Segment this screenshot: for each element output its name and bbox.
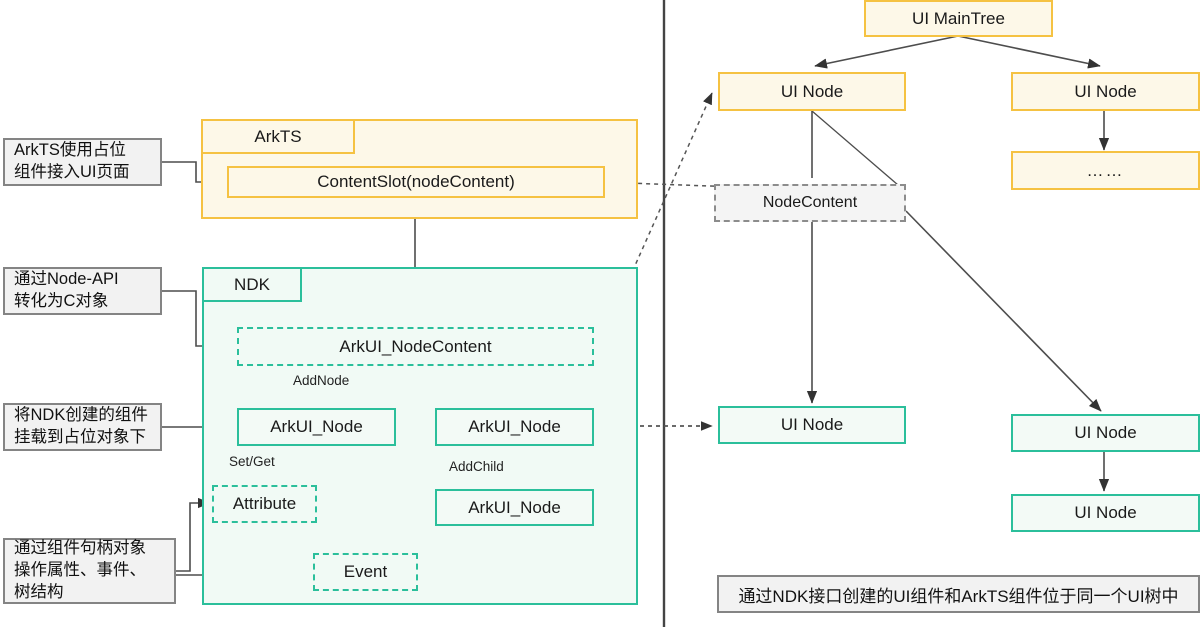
arkui-node-right-box[interactable]: ArkUI_Node: [435, 408, 594, 446]
attribute-box[interactable]: Attribute: [212, 485, 317, 523]
event-box[interactable]: Event: [313, 553, 418, 591]
edge-label-addnode: AddNode: [293, 373, 350, 388]
callout-mount-component: 将NDK创建的组件 挂载到占位对象下: [3, 403, 162, 451]
ui-node-yellow-right-box[interactable]: UI Node: [1011, 72, 1200, 111]
arkui-node-child-box[interactable]: ArkUI_Node: [435, 489, 594, 526]
callout-arkts-usage: ArkTS使用占位 组件接入UI页面: [3, 138, 162, 186]
callout-handle-object: 通过组件句柄对象 操作属性、事件、 树结构: [3, 538, 176, 604]
edge-label-setget: Set/Get: [229, 454, 275, 469]
ui-node-teal-left-box[interactable]: UI Node: [718, 406, 906, 444]
arkui-nodecontent-box[interactable]: ArkUI_NodeContent: [237, 327, 594, 366]
edge-label-addchild: AddChild: [449, 459, 504, 474]
ui-node-ellipsis-box[interactable]: ……: [1011, 151, 1200, 190]
ui-node-teal-right-top-box[interactable]: UI Node: [1011, 414, 1200, 452]
right-panel-caption: 通过NDK接口创建的UI组件和ArkTS组件位于同一个UI树中: [717, 575, 1200, 613]
arkui-node-left-box[interactable]: ArkUI_Node: [237, 408, 396, 446]
ui-node-yellow-left-box[interactable]: UI Node: [718, 72, 906, 111]
ui-node-teal-right-bottom-box[interactable]: UI Node: [1011, 494, 1200, 532]
arkts-group-label: ArkTS: [201, 119, 355, 154]
ui-maintree-box[interactable]: UI MainTree: [864, 0, 1053, 37]
nodecontent-box[interactable]: NodeContent: [714, 184, 906, 222]
callout-node-api: 通过Node-API 转化为C对象: [3, 267, 162, 315]
content-slot-box[interactable]: ContentSlot(nodeContent): [227, 166, 605, 198]
ndk-group-label: NDK: [202, 267, 302, 302]
